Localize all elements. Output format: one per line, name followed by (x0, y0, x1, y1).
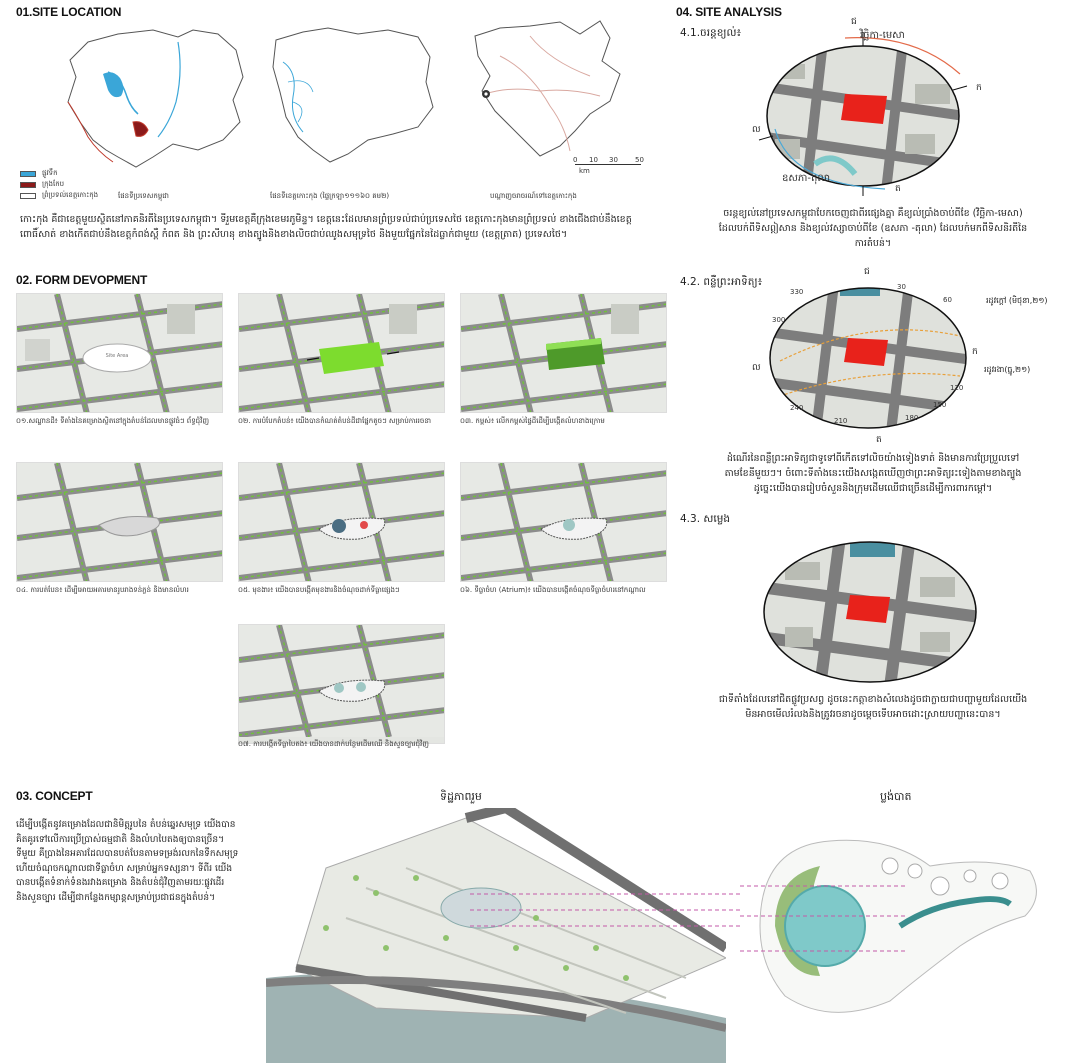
form-step-3-image (460, 293, 667, 413)
concept-perspective-image (265, 802, 729, 1063)
legend-swatch (20, 192, 36, 199)
concept-connector-lines (470, 890, 740, 930)
map1-caption: ផែនទីប្រទេសកម្ពុជា (118, 192, 169, 200)
form-step-5-image (238, 462, 445, 582)
legend-swatch (20, 181, 36, 188)
map-cambodia (58, 22, 248, 172)
wind-paragraph: ចរន្តខ្យល់នៅប្រទេសកម្ពុជាបែកចេញជាពីរផ្សេ… (718, 208, 1028, 249)
legend-item: ក្រុងកែប (20, 179, 130, 190)
form-step-7-image (238, 624, 445, 744)
form-step-6-image (460, 462, 667, 582)
form-step-6-caption: ០៦. ទីធ្លាចំហ (Atrium)៖ យើងបានបង្កើតចំណុ… (460, 586, 646, 594)
map-legend: ផ្លូវទឹក ក្រុងកែប ព្រំប្រទល់ខេត្តកោះកុង (20, 168, 130, 201)
perspective-label: ទិដ្ឋភាពរួម (440, 790, 482, 803)
noise-diagram (760, 537, 980, 687)
sun-degree: 240 (790, 404, 804, 412)
sun-heading: 4.2. ពន្លឺព្រះអាទិត្យ៖ (680, 276, 763, 288)
sun-paragraph: ដំណើរនៃពន្លឺព្រះអាទិត្យជាទូទៅពីកើតទៅលិចយ… (724, 453, 1022, 494)
section-form-development-title: 02. FORM DEVOPMENT (16, 273, 148, 287)
form-step-2-caption: ០២. ការបំបែកតំបន់៖ យើងបានកំណត់តំបន់ដីជាផ… (238, 417, 431, 425)
wind-arrow-top-label: វិច្ឆិកា-មេសា (860, 30, 905, 41)
form-step-4-image (16, 462, 223, 582)
scale-bar: 0 10 30 50 km (573, 156, 644, 175)
sun-degree: 300 (772, 316, 786, 324)
wind-direction-e: ក (976, 83, 982, 93)
form-step-5-caption: ០៥. មុខងារ៖ យើងបានបង្កើតមុខងារនិងចំណុចដា… (238, 586, 400, 594)
site-location-paragraph: កោះកុង គឺជាខេត្តមួយស្ថិតនៅភាគនិរតីនៃប្រទ… (20, 214, 632, 240)
sun-degree: 330 (790, 288, 804, 296)
form-step-2-image (238, 293, 445, 413)
sun-degree: 180 (905, 414, 919, 422)
form-step-1-caption: ០១.សណ្ឋានដី៖ ទីតាំងនៃគម្រោងស្ថិតនៅក្នុងត… (16, 417, 209, 425)
sun-diagram (760, 276, 980, 440)
form-step-7-caption: ០៧. ការបង្កើតទីធ្លាបៃតង៖ យើងបានដាក់បន្ថែ… (238, 740, 429, 748)
section-site-location-title: 01.SITE LOCATION (16, 5, 122, 19)
sun-direction-w: ល (752, 363, 761, 373)
wind-direction-n: ជ (851, 17, 857, 27)
noise-paragraph: ជាទីតាំងដែលនៅជិតផ្លូវប្រសព្វ ដូចនេះកត្តា… (718, 694, 1028, 720)
sun-degree: 120 (950, 384, 964, 392)
sun-direction-e: ក (972, 347, 978, 357)
wind-direction-w: ល (752, 125, 761, 135)
wind-diagram (745, 24, 985, 200)
map2-caption: ផែនទីខេត្តកោះកុង (ផ្ទៃក្រឡា១១១៦០ គម២) (270, 192, 390, 200)
sun-direction-n: ជ (864, 267, 870, 277)
form-step-1-image: Site Area (16, 293, 223, 413)
wind-arrow-bottom-label: ឧសភា-តុលា (782, 173, 831, 184)
sun-degree: 210 (834, 417, 848, 425)
wind-heading: 4.1.ចរន្តខ្យល់៖ (680, 27, 742, 39)
sun-direction-s: ត (876, 435, 882, 445)
sun-winter-label: រដូវរងា(ធ្នូ,២១) (984, 365, 1031, 374)
sun-summer-label: រដូវក្តៅ (មិថុនា,២១) (986, 296, 1048, 305)
section-site-analysis-title: 04. SITE ANALYSIS (676, 5, 782, 19)
map3-caption: បណ្ដាញចរាចរណ៍ទៅខេត្តកោះកុង (490, 192, 577, 200)
wind-direction-s: ត (895, 184, 901, 194)
legend-item: ផ្លូវទឹក (20, 168, 130, 179)
site-area-label: Site Area (106, 353, 129, 359)
map-koh-kong (268, 22, 438, 172)
legend-item: ព្រំប្រទល់ខេត្តកោះកុង (20, 190, 130, 201)
sun-degree: 60 (943, 296, 952, 304)
map-routes (470, 16, 650, 172)
concept-plan-image (740, 826, 1050, 1026)
concept-paragraph: ដើម្បីបង្កើតនូវគម្រោងដែលជានិមិត្តរូបនៃ ត… (16, 820, 239, 903)
section-concept-title: 03. CONCEPT (16, 789, 93, 803)
sun-degree: 150 (933, 401, 947, 409)
noise-heading: 4.3. សម្លេង (680, 513, 731, 525)
legend-swatch (20, 170, 36, 177)
plan-label: ប្លង់បាត (880, 790, 912, 803)
form-step-4-caption: ០៤. ការបត់បែន៖ ដើម្បីអោយអគារមានរូបរាងទន់… (16, 586, 189, 594)
form-step-3-caption: ០៣. កម្ពស់៖ លើកកម្ពស់ផ្ទៃដីដើម្បីបង្កើតល… (460, 417, 605, 425)
sun-degree: 30 (897, 283, 906, 291)
